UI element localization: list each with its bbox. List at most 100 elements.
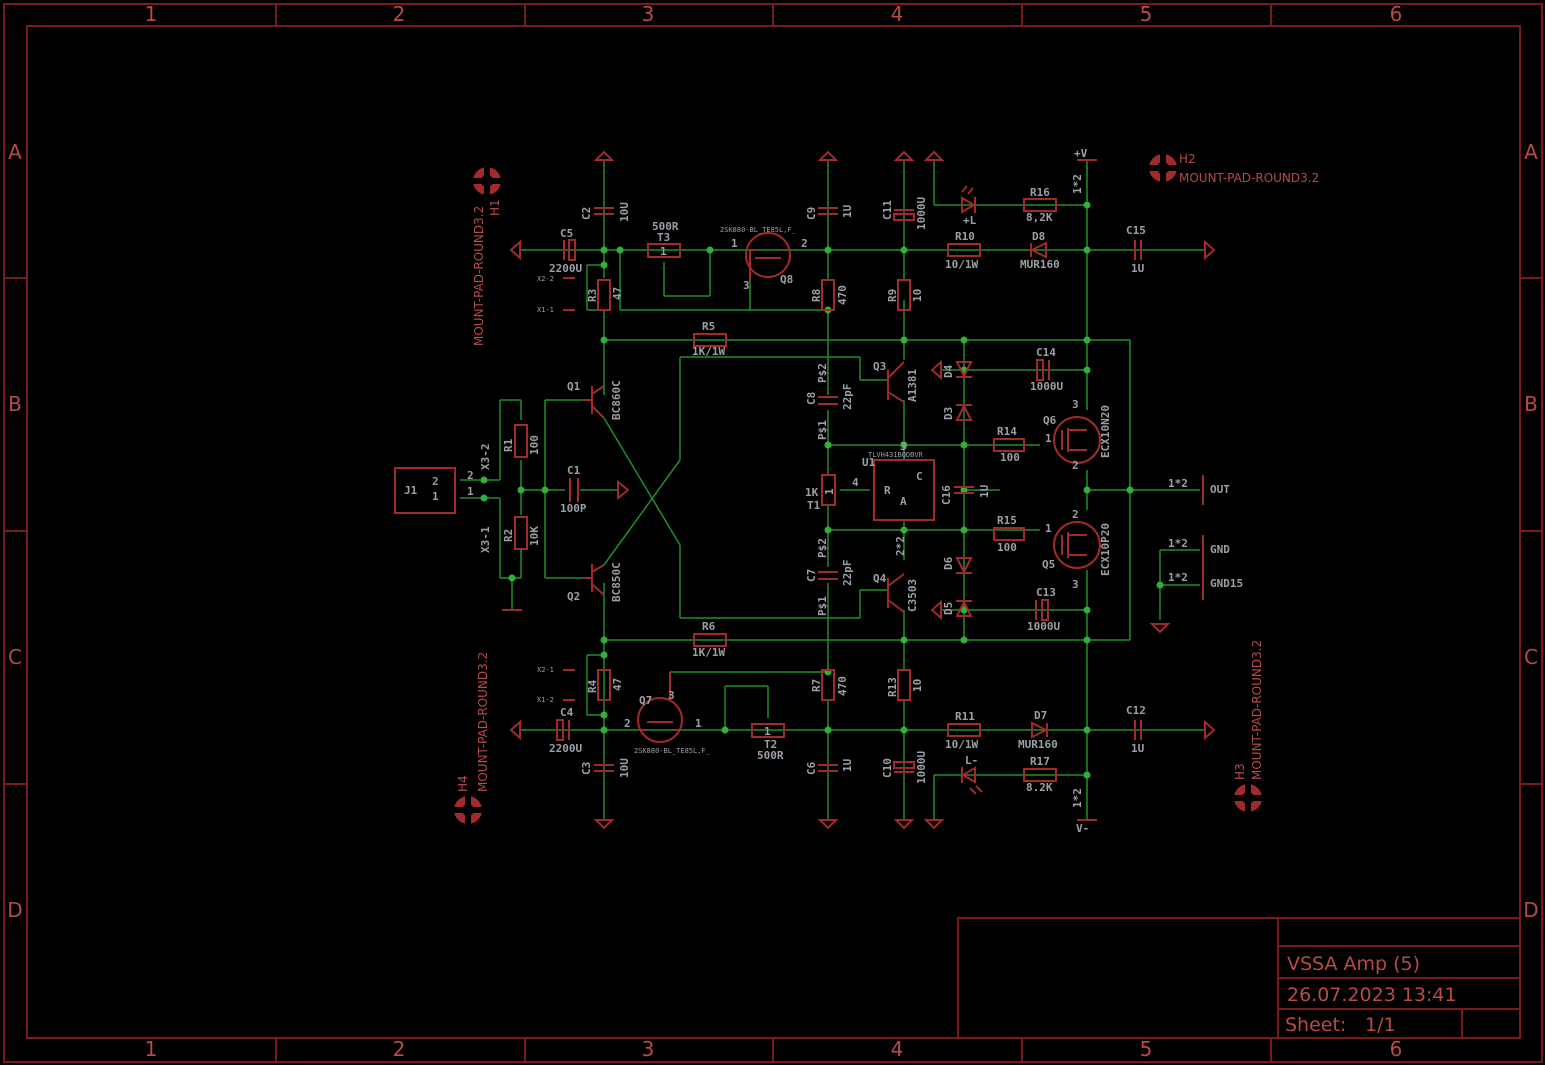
- capacitor-c3: C3 10U: [580, 758, 631, 778]
- column-label: 5: [1140, 1037, 1153, 1061]
- part-ref: C5: [560, 227, 573, 240]
- part-ref: C9: [805, 207, 818, 220]
- ground-arrow: [930, 359, 942, 381]
- pin-number: 3: [900, 440, 907, 453]
- part-ref: C13: [1036, 586, 1056, 599]
- drawing-title: VSSA Amp (5): [1287, 953, 1420, 975]
- part-ref: T2: [764, 738, 777, 751]
- pin-number: 1: [1045, 432, 1052, 445]
- part-ref: R11: [955, 710, 975, 723]
- part-ref: C3: [580, 762, 593, 775]
- part-ref: R4: [586, 679, 599, 693]
- sheet-label: Sheet:: [1285, 1014, 1346, 1036]
- jfet-q7: Q7 3 2 1 2SK880-BL_TE85L,F_: [624, 672, 711, 755]
- part-ref: C2: [580, 207, 593, 220]
- column-label: 3: [642, 2, 655, 26]
- ground-arrow: [617, 479, 630, 501]
- net-label-x3-1: X3-1: [479, 526, 492, 553]
- part-value: 2200U: [549, 742, 582, 755]
- part-ref: C7: [805, 569, 818, 582]
- capacitor-c12: C12 1U: [1126, 704, 1146, 755]
- resistor-r6: R6 1K/1W: [692, 620, 727, 659]
- pin-number: 1: [467, 485, 474, 498]
- part-ref: C12: [1126, 704, 1146, 717]
- pin-number: 1: [823, 488, 836, 495]
- transistor-q3: Q3 A1381: [873, 360, 919, 403]
- ground-arrow: [930, 599, 942, 621]
- supply-arrow: [817, 819, 839, 830]
- led-minus-l: L-: [961, 754, 983, 795]
- part-ref: R7: [810, 679, 823, 692]
- ground-arrow: [1204, 239, 1216, 261]
- resistor-r8: R8 470: [810, 279, 849, 311]
- part-value: 500R: [757, 749, 784, 762]
- part-value: C3503: [906, 579, 919, 612]
- row-markers-left: A B C D: [7, 140, 22, 922]
- output-pins: 1*2 OUT 1*2 GND 1*2 GND15: [1168, 475, 1243, 600]
- diode-d8: D8 MUR160: [1020, 230, 1060, 271]
- part-value: 47: [611, 678, 624, 691]
- resistor-r10: R10 10/1W: [945, 230, 981, 271]
- supply-arrow: [923, 819, 945, 830]
- part-ref: R14: [997, 425, 1017, 438]
- part-ref: R5: [702, 320, 715, 333]
- part-value: 10/1W: [945, 738, 978, 751]
- part-ref: T1: [807, 499, 821, 512]
- part-value: 8.2K: [1026, 781, 1053, 794]
- pin-number: 3: [1072, 578, 1079, 591]
- part-value: 1K/1W: [692, 646, 725, 659]
- part-ref: D6: [942, 556, 955, 570]
- part-value: 1U: [841, 758, 854, 772]
- pin-number: 1: [1045, 522, 1052, 535]
- part-ref: R1: [502, 438, 515, 452]
- part-value: ECX10N20: [1099, 405, 1112, 458]
- pin-number: 2: [1072, 508, 1079, 521]
- supply-arrow: [893, 150, 915, 161]
- supply-arrow: [593, 150, 615, 161]
- sheet-frame: [3, 3, 1543, 1063]
- supply-arrow: [817, 150, 839, 161]
- part-value: 22pF: [841, 560, 854, 587]
- capacitor-c7: P$2 C7 22pF P$1: [805, 538, 854, 616]
- part-ref: C4: [560, 706, 574, 719]
- pin-number: 3: [1072, 398, 1079, 411]
- trimmer-t1: 1 1K T1 4: [805, 474, 859, 512]
- pin-label: 1*2: [1168, 571, 1188, 584]
- column-label: 6: [1390, 1037, 1403, 1061]
- part-value: 10K: [528, 526, 541, 546]
- net-label-out: OUT: [1210, 483, 1230, 496]
- capacitor-c13: C13 1000U: [1027, 586, 1060, 633]
- pin-label: 2*2: [894, 536, 907, 556]
- column-label: 1: [145, 1037, 158, 1061]
- row-label: B: [1524, 392, 1538, 416]
- part-value: TLVH431BQDBVR: [868, 451, 924, 459]
- zener-d4: D4: [942, 361, 973, 379]
- part-ref: Q1: [567, 380, 581, 393]
- part-value: 100P: [560, 502, 587, 515]
- connector-j1: J1 2 1 2 1: [394, 467, 474, 514]
- trimmer-t2: 1 T2 500R: [751, 723, 785, 762]
- part-value: MUR160: [1018, 738, 1058, 751]
- net-label-1x2: 1*2: [1071, 788, 1084, 808]
- mount-pad-h3: H3 MOUNT-PAD-ROUND3.2: [1233, 640, 1264, 813]
- part-value: 1U: [1131, 262, 1145, 275]
- part-value: 8,2K: [1026, 211, 1053, 224]
- part-ref: T3: [657, 231, 670, 244]
- net-label-1x2: 1*2: [1071, 174, 1084, 194]
- mosfet-q6: Q6 1 3 2 ECX10N20: [1043, 398, 1112, 472]
- capacitor-c14: C14 1000U: [1030, 346, 1063, 393]
- pin-number: 3: [743, 279, 750, 292]
- wiring: [460, 160, 1205, 820]
- pin-label: C: [916, 470, 923, 483]
- pin-number: 2: [1072, 459, 1079, 472]
- part-ref: C16: [940, 485, 953, 505]
- row-label: A: [8, 140, 22, 164]
- part-ref: U1: [862, 456, 876, 469]
- ground-arrow: [509, 239, 521, 261]
- resistor-r14: R14 100: [993, 425, 1025, 464]
- part-ref: R10: [955, 230, 975, 243]
- part-value: 1K/1W: [692, 345, 725, 358]
- net-label-x2-1: X2-1: [537, 666, 554, 674]
- resistor-r3: R3 47: [586, 279, 624, 311]
- zener-d6: D6: [942, 556, 973, 575]
